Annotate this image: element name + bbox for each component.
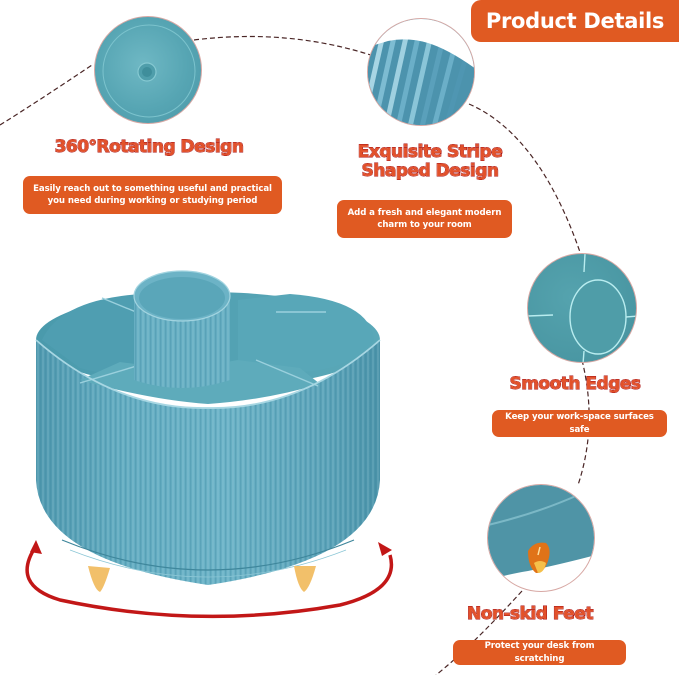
feature-description-non-skid-feet: Protect your desk from scratching (453, 640, 626, 665)
detail-image-non-skid-feet (487, 484, 595, 592)
feature-description-stripe-line-1: Add a fresh and elegant modern (347, 207, 502, 218)
feature-description-rotating-line-2: you need during working or studying peri… (47, 196, 258, 206)
feature-title-stripe-line-2: Shaped Design (361, 161, 499, 182)
feature-description-rotating-line-1: Easily reach out to something useful and… (33, 183, 272, 194)
rotation-arrow-icon (25, 540, 394, 619)
feature-title-non-skid-feet: Non-skid Feet (466, 604, 594, 624)
feature-description-rotating: Easily reach out to something useful and… (23, 176, 282, 214)
feature-description-stripe: Add a fresh and elegant modern charm to … (337, 200, 512, 238)
rotating-base-icon (102, 24, 196, 118)
feature-description-smooth-edges: Keep your work-space surfaces safe (492, 410, 667, 437)
feature-description-smooth-edges-line-1: Keep your work-space surfaces safe (505, 412, 654, 435)
detail-image-rotating-base (94, 16, 202, 124)
stripe-pattern-icon (368, 19, 474, 125)
feature-title-stripe-line-1: Exquisite Stripe (357, 142, 503, 162)
detail-image-stripes (367, 18, 475, 126)
smooth-edge-icon (528, 254, 636, 362)
product-details-title: Product Details (471, 0, 679, 42)
feature-description-stripe-line-2: charm to your room (377, 220, 472, 230)
non-skid-foot-left-icon (88, 566, 110, 592)
non-skid-foot-right-icon (294, 566, 316, 592)
detail-image-smooth-edges (527, 253, 637, 363)
feature-title-stripe: Exquisite Stripe Shaped Design (330, 142, 530, 182)
feature-description-non-skid-feet-line-1: Protect your desk from scratching (484, 641, 595, 664)
feature-title-smooth-edges: Smooth Edges (509, 374, 642, 394)
gold-foot-icon (488, 485, 594, 581)
feature-title-rotating: 360°Rotating Design (54, 137, 244, 157)
